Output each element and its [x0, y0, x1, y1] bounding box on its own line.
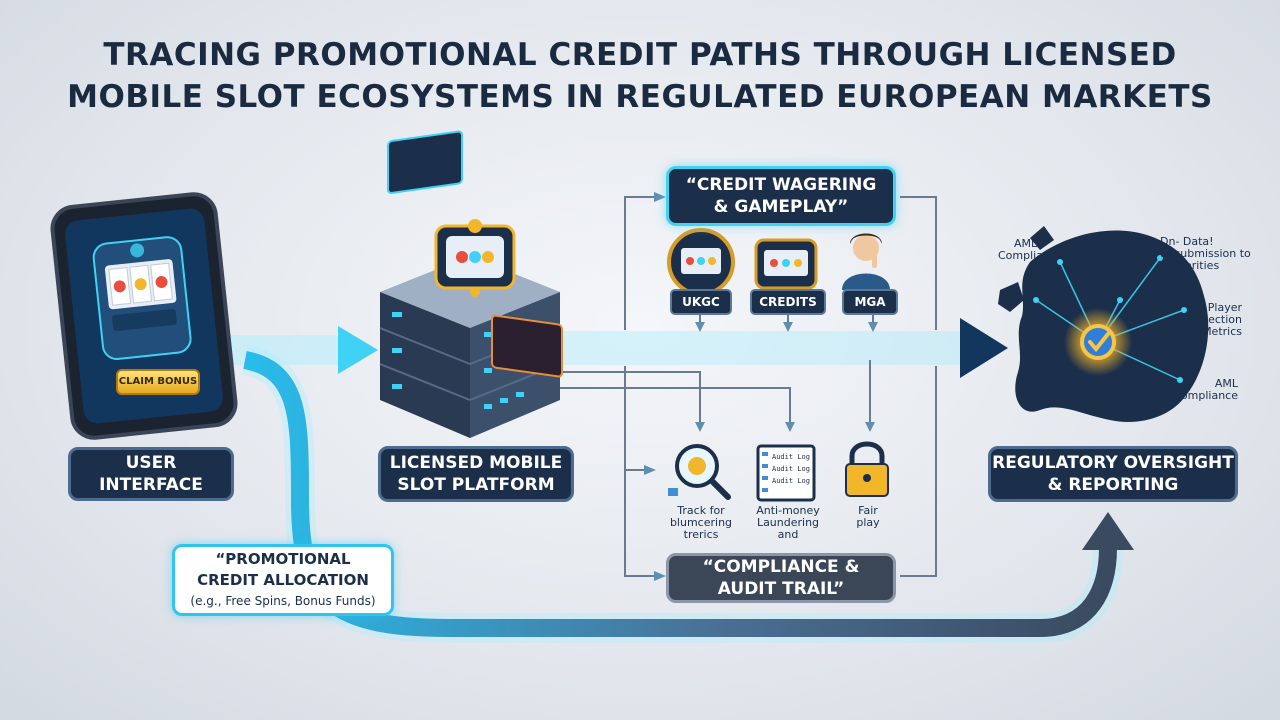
wagering-label-2: & GAMEPLAY”	[713, 197, 849, 217]
user-interface-label-2: INTERFACE	[99, 475, 203, 495]
slot-machine-icon	[754, 238, 818, 290]
map-label-aml-top: AML Compliance	[998, 238, 1063, 262]
padlock-icon	[845, 441, 889, 497]
map-label-player-protection: Player Protection Metrics	[1182, 302, 1242, 338]
floating-slot-screen-right	[491, 314, 563, 378]
map-label-data-3: authorities	[1160, 259, 1220, 272]
regulatory-oversight-node: REGULATORY OVERSIGHT & REPORTING	[988, 446, 1238, 502]
claim-bonus-button[interactable]: CLAIM BONUS	[116, 369, 200, 395]
caption-track-metrics: Track for blumcering trerics	[654, 505, 748, 541]
map-label-player-2: Protection	[1186, 313, 1242, 326]
person-icon	[842, 233, 890, 290]
compliance-label-2: AUDIT TRAIL”	[717, 579, 845, 599]
caption-aml-line-3: and	[777, 528, 799, 541]
caption-aml-line-1: Anti-money	[756, 504, 820, 517]
audit-log-line-2: Audit Log	[772, 465, 810, 473]
checkmark-badge-icon	[1064, 308, 1132, 376]
slot-drum-icon	[434, 219, 516, 297]
audit-log-line-1: Audit Log	[772, 453, 810, 461]
caption-track-line-2: blumcering	[669, 516, 733, 529]
pill-mga: MGA	[842, 289, 898, 315]
promo-label-1: “PROMOTIONAL	[215, 549, 351, 568]
compliance-label-1: “COMPLIANCE &	[702, 557, 860, 577]
user-interface-label-1: USER	[125, 453, 177, 473]
map-label-aml-top-2: Compliance	[998, 249, 1063, 262]
compliance-audit-node: “COMPLIANCE & AUDIT TRAIL”	[666, 553, 896, 603]
caption-anti-money-laundering: Anti-money Laundering and	[740, 505, 836, 541]
map-network-nodes	[1033, 255, 1187, 383]
pill-credits: CREDITS	[750, 289, 826, 315]
floating-slot-screen-left	[387, 130, 463, 194]
flow-arrow-platform-to-regulatory	[560, 318, 1008, 378]
magnifier-icon	[668, 444, 731, 500]
platform-label-2: SLOT PLATFORM	[397, 475, 555, 495]
promo-label-3: (e.g., Free Spins, Bonus Funds)	[190, 593, 376, 608]
connector-arrowheads	[644, 192, 878, 581]
flow-arrow-user-to-platform	[218, 326, 378, 374]
promotional-credit-node: “PROMOTIONAL CREDIT ALLOCATION (e.g., Fr…	[172, 544, 394, 616]
promo-label-2: CREDIT ALLOCATION	[197, 570, 369, 589]
regulatory-label-2: & REPORTING	[1047, 475, 1179, 495]
caption-fair-line-1: Fair	[858, 504, 878, 517]
map-label-aml-bottom-2: Compliance	[1173, 389, 1238, 402]
caption-track-line-1: Track for	[677, 504, 725, 517]
title-line-1: TRACING PROMOTIONAL CREDIT PATHS THROUGH…	[103, 37, 1177, 73]
audit-log-lines: Audit Log Audit Log Audit Log	[772, 453, 810, 485]
caption-track-line-3: trerics	[683, 528, 719, 541]
map-label-data-submission: Dn- Data! to submission to authorities	[1160, 236, 1251, 272]
caption-aml-line-2: Laundering	[756, 516, 820, 529]
map-label-data-2: to submission to	[1160, 247, 1251, 260]
ukgc-slot-badge-icon	[667, 228, 735, 296]
title-line-2: MOBILE SLOT ECOSYSTEMS IN REGULATED EURO…	[67, 79, 1213, 115]
user-interface-node: USER INTERFACE	[68, 447, 234, 501]
wagering-label-1: “CREDIT WAGERING	[685, 175, 877, 195]
map-label-player-3: Metrics	[1202, 325, 1242, 338]
caption-fair-play: Fair play	[840, 505, 896, 529]
map-label-player-1: Player	[1207, 301, 1242, 314]
regulatory-label-1: REGULATORY OVERSIGHT	[992, 453, 1234, 473]
smartphone-slot-icon	[50, 192, 238, 440]
map-label-data-1: Dn- Data!	[1160, 235, 1214, 248]
audit-log-line-3: Audit Log	[772, 477, 810, 485]
pill-ukgc: UKGC	[670, 289, 732, 315]
map-label-aml-bottom: AML Compliance	[1170, 378, 1238, 402]
platform-label-1: LICENSED MOBILE	[389, 453, 563, 473]
caption-fair-line-2: play	[856, 516, 880, 529]
audit-log-icon	[756, 444, 816, 502]
licensed-platform-node: LICENSED MOBILE SLOT PLATFORM	[378, 446, 574, 502]
map-label-aml-bottom-1: AML	[1214, 377, 1238, 390]
map-label-aml-top-1: AML	[1014, 237, 1038, 250]
credit-wagering-node: “CREDIT WAGERING & GAMEPLAY”	[666, 166, 896, 226]
diagram-title: TRACING PROMOTIONAL CREDIT PATHS THROUGH…	[0, 34, 1280, 118]
